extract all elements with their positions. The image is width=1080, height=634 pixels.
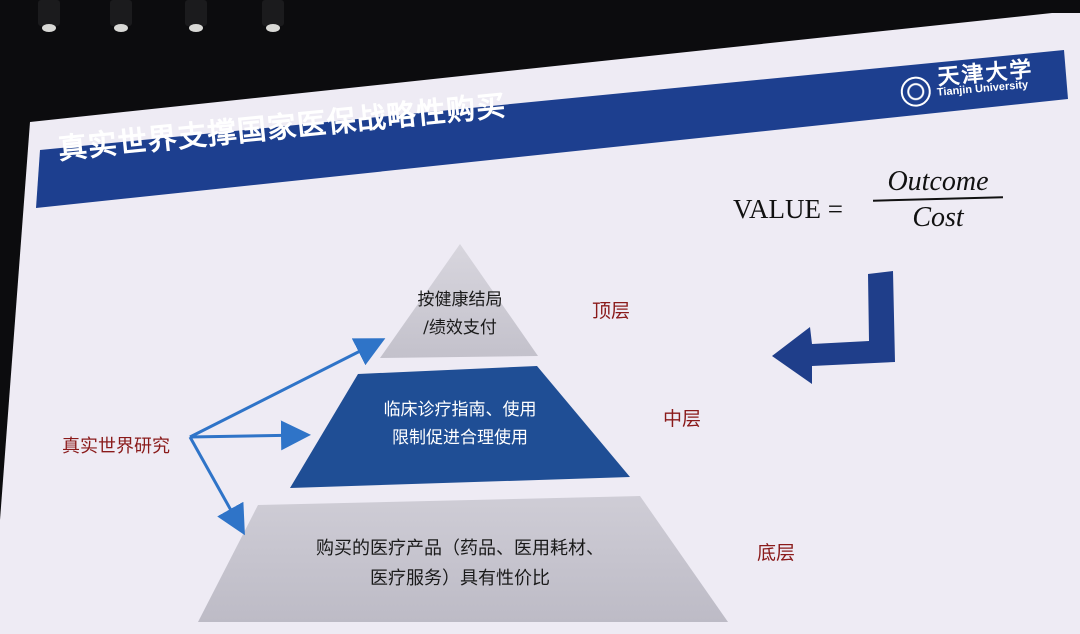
stage-light (38, 0, 60, 32)
middle-line-2: 限制促进合理使用 (392, 428, 528, 448)
stage-light (185, 0, 207, 32)
formula-numerator: Outcome (887, 166, 989, 197)
top-line-2: /绩效支付 (423, 318, 497, 338)
arrow-to-bottom (188, 436, 245, 536)
source-arrows (188, 338, 386, 536)
real-world-study-label: 真实世界研究 (62, 436, 170, 457)
formula-lhs: VALUE = (733, 194, 843, 224)
stage-light (262, 0, 284, 32)
formula-denominator: Cost (912, 202, 964, 233)
top-line-1: 按健康结局 (417, 290, 503, 310)
level-label-middle: 中层 (663, 408, 702, 430)
pyramid-bottom-tier (198, 496, 728, 622)
pyramid-top-tier (380, 244, 538, 358)
pyramid-bottom-text: 购买的医疗产品（药品、医用耗材、 医疗服务）具有性价比 (250, 534, 670, 594)
pyramid-top-text: 按健康结局 /绩效支付 (370, 286, 550, 342)
bottom-line-1: 购买的医疗产品（药品、医用耗材、 (316, 538, 604, 559)
value-formula: VALUE = Outcome Cost (733, 166, 1013, 250)
stage-light (110, 0, 132, 32)
pyramid-middle-text: 临床诊疗指南、使用 限制促进合理使用 (330, 396, 590, 452)
level-label-bottom: 底层 (757, 542, 796, 564)
level-label-top: 顶层 (592, 300, 631, 322)
pyramid-middle-tier (290, 366, 630, 488)
down-left-arrow-icon (772, 271, 895, 384)
arrow-to-top (189, 338, 386, 439)
bottom-line-2: 医疗服务）具有性价比 (370, 568, 550, 589)
middle-line-1: 临床诊疗指南、使用 (383, 400, 537, 420)
arrow-to-middle (189, 420, 311, 451)
